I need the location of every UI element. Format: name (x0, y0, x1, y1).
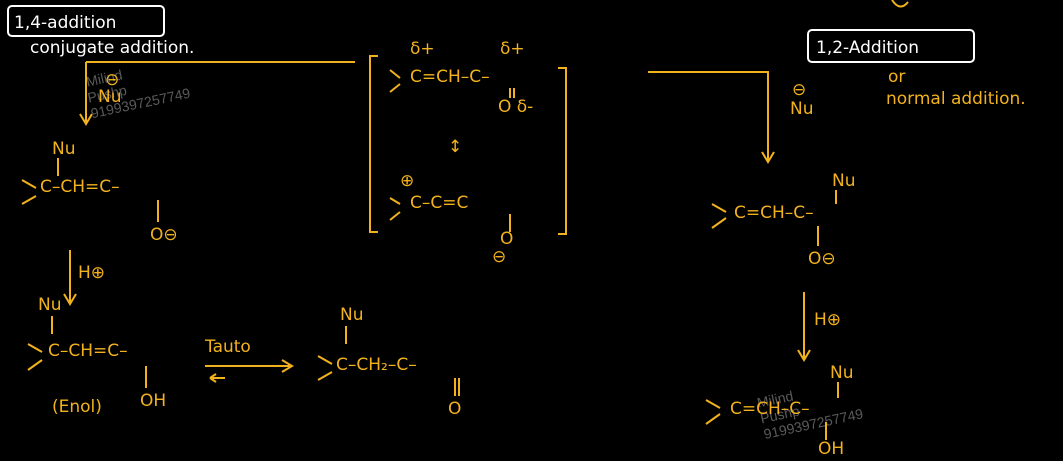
watermark-name: Milind (755, 387, 794, 410)
heading-normal-addition: normal addition. (886, 89, 1026, 109)
s2-oh: OH (140, 391, 166, 411)
s2-enol-label: (Enol) (52, 397, 102, 417)
bottom-oxygen-charge: ⊖ (492, 247, 506, 267)
heading-box (7, 5, 165, 37)
bottom-oxygen: O (500, 229, 513, 249)
arrow-down-left-2 (63, 250, 77, 306)
proton-left: H⊕ (78, 263, 105, 283)
r1-formula: C=CH–C– (734, 203, 814, 223)
bottom-formula: C–C=C (410, 193, 468, 213)
bond-marks (705, 190, 839, 440)
heading-box (807, 29, 975, 63)
heading-right: 1,2-Addition or normal addition. (807, 0, 1026, 109)
delta-minus: O δ- (498, 97, 533, 117)
nu-charge-left: ⊖ (105, 70, 119, 90)
arrows (63, 55, 811, 383)
resonance-arrow: ↕ (448, 137, 462, 157)
s1-formula: C–CH=C– (40, 177, 120, 197)
r2-formula: C=CH–C– (730, 399, 810, 419)
bracket-left (369, 55, 378, 233)
s3-nu: Nu (340, 305, 364, 325)
bond-marks (389, 69, 515, 232)
tauto-label: Tauto (204, 337, 251, 357)
r1-oxygen: O⊖ (808, 249, 836, 269)
delta-plus-2: δ+ (500, 39, 525, 59)
r2-oh: OH (818, 439, 844, 459)
resonance-structures: δ+ δ+ C=CH–C– O δ- ↕ ⊕ C–C=C O ⊖ (389, 39, 533, 267)
bracket-right (558, 67, 567, 235)
heading-left: 1,4-addition conjugate addition. (7, 5, 194, 58)
s2-formula: C–CH=C– (48, 341, 128, 361)
nu-left: Nu (98, 87, 122, 107)
arrow-tauto-back (209, 373, 225, 383)
nu-charge-right: ⊖ (792, 80, 806, 100)
heading-conjugate-addition: conjugate addition. (30, 38, 194, 58)
r2-nu: Nu (830, 363, 854, 383)
r1-nu: Nu (832, 171, 856, 191)
heading-or: or (888, 67, 905, 87)
arrow-tauto-forward (205, 359, 294, 373)
s3-formula: C–CH₂–C– (336, 355, 417, 375)
s1-oxygen: O⊖ (150, 225, 178, 245)
arrow-to-right (648, 71, 775, 164)
partial-stroke (891, 0, 909, 8)
watermark-name: Milind (85, 66, 124, 89)
heading-14-addition: 1,4-addition (14, 13, 116, 33)
nu-right: Nu (790, 99, 814, 119)
bottom-charge: ⊕ (400, 171, 414, 191)
s2-nu: Nu (38, 295, 62, 315)
reagents: ⊖ Nu ⊖ Nu H⊕ H⊕ Tauto (78, 70, 841, 357)
arrow-down-right (797, 292, 811, 362)
top-formula: C=CH–C– (410, 67, 490, 87)
right-structures: Nu C=CH–C– O⊖ Nu C=CH–C– OH (705, 171, 856, 459)
proton-right: H⊕ (814, 310, 841, 330)
heading-12-addition: 1,2-Addition (816, 38, 919, 58)
arrow-down-left-1 (79, 62, 93, 126)
delta-plus-1: δ+ (410, 39, 435, 59)
s1-nu: Nu (52, 139, 76, 159)
left-structures: Nu C–CH=C– O⊖ Nu C–CH=C– OH (Enol) Nu C–… (21, 139, 461, 419)
s3-oxygen: O (448, 399, 461, 419)
bond-marks (21, 158, 460, 396)
